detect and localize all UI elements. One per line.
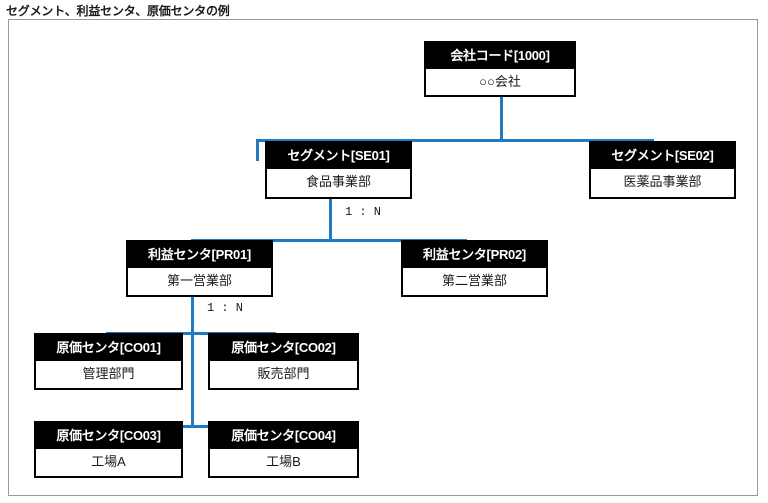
node-company-header: 会社コード[1000] [426,43,574,69]
node-segment-se01-header: セグメント[SE01] [267,143,410,169]
node-profitcenter-pr01[interactable]: 利益センタ[PR01] 第一営業部 [126,240,273,297]
connector-down-seg01 [256,139,259,161]
diagram-frame: 1 : N 1 : N 会社コード[1000] ○○会社 セグメント[SE01]… [8,19,758,496]
node-company-body: ○○会社 [426,69,574,95]
node-costcenter-co02[interactable]: 原価センタ[CO02] 販売部門 [208,333,359,390]
node-profitcenter-pr01-body: 第一営業部 [128,268,271,294]
cardinality-label-profitcenter-to-costcenter: 1 : N [204,301,247,315]
connector-segment-bus [256,139,654,142]
node-profitcenter-pr02-header: 利益センタ[PR02] [403,242,546,268]
connector-costcenter-bus-1 [106,332,276,335]
connector-seg01-down [329,199,332,242]
node-costcenter-co04[interactable]: 原価センタ[CO04] 工場B [208,421,359,478]
node-costcenter-co01-body: 管理部門 [36,361,181,387]
node-segment-se02[interactable]: セグメント[SE02] 医薬品事業部 [589,141,736,199]
node-segment-se02-header: セグメント[SE02] [591,143,734,169]
cardinality-label-segment-to-profitcenter: 1 : N [342,205,385,219]
node-costcenter-co01[interactable]: 原価センタ[CO01] 管理部門 [34,333,183,390]
node-company[interactable]: 会社コード[1000] ○○会社 [424,41,576,97]
page-title: セグメント、利益センタ、原価センタの例 [6,4,230,18]
node-costcenter-co03[interactable]: 原価センタ[CO03] 工場A [34,421,183,478]
node-costcenter-co03-body: 工場A [36,449,181,475]
connector-profitcenter-bus [191,239,467,242]
node-costcenter-co01-header: 原価センタ[CO01] [36,335,181,361]
node-costcenter-co03-header: 原価センタ[CO03] [36,423,181,449]
node-costcenter-co02-body: 販売部門 [210,361,357,387]
node-profitcenter-pr02[interactable]: 利益センタ[PR02] 第二営業部 [401,240,548,297]
node-profitcenter-pr02-body: 第二営業部 [403,268,546,294]
node-profitcenter-pr01-header: 利益センタ[PR01] [128,242,271,268]
node-costcenter-co02-header: 原価センタ[CO02] [210,335,357,361]
connector-company-down [500,96,503,142]
node-costcenter-co04-body: 工場B [210,449,357,475]
node-segment-se02-body: 医薬品事業部 [591,169,734,195]
node-costcenter-co04-header: 原価センタ[CO04] [210,423,357,449]
connector-costcenter-bus-2 [106,425,276,428]
connector-pr01-trunk [191,296,194,428]
node-segment-se01-body: 食品事業部 [267,169,410,195]
node-segment-se01[interactable]: セグメント[SE01] 食品事業部 [265,141,412,199]
